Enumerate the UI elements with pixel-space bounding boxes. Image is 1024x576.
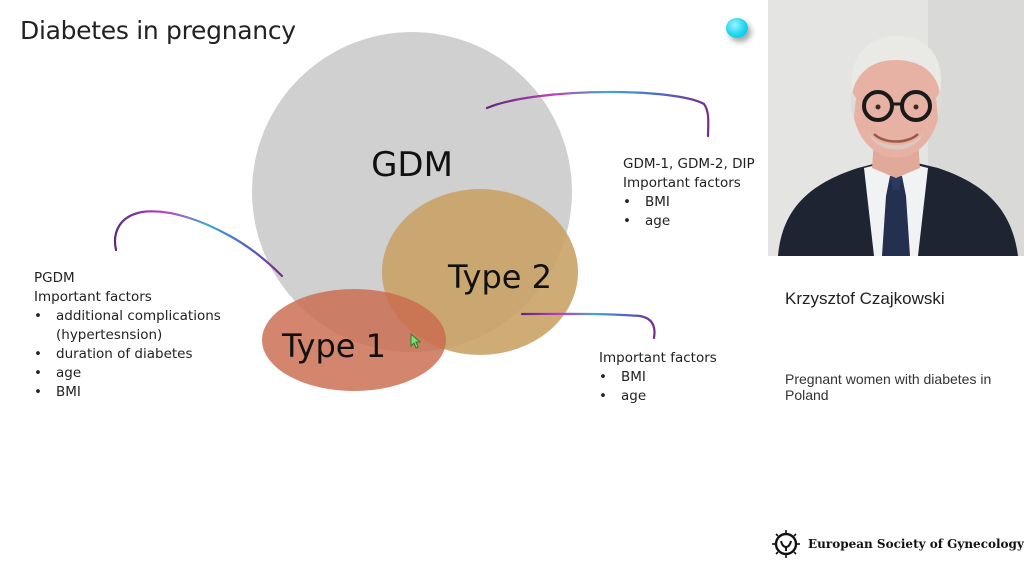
annotation-stroke-type2: [520, 312, 656, 340]
list-item: BMI: [623, 193, 755, 212]
annotation-stroke-pgdm: [113, 210, 284, 278]
gdm-factors-heading: GDM-1, GDM-2, DIP: [623, 156, 755, 172]
list-item: BMI: [599, 368, 717, 387]
mouse-cursor-icon: [410, 333, 422, 349]
speaker-portrait: [768, 0, 1024, 256]
gdm-label: GDM: [371, 145, 453, 185]
gdm-factors-subheading: Important factors: [623, 175, 741, 191]
type2-factors-subheading: Important factors: [599, 350, 717, 366]
list-item: age: [34, 364, 221, 383]
list-item: BMI: [34, 383, 221, 402]
list-item: duration of diabetes: [34, 345, 221, 364]
speaker-name: Krzysztof Czajkowski: [785, 289, 945, 308]
pgdm-factors-subheading: Important factors: [34, 289, 152, 305]
list-item: age: [623, 212, 755, 231]
laser-pointer-dot: [726, 18, 748, 38]
pgdm-factors-heading: PGDM: [34, 270, 75, 286]
esg-logo-icon: [772, 530, 800, 558]
type2-label: Type 2: [447, 258, 552, 296]
organization-name: European Society of Gynecology: [808, 537, 1024, 551]
list-item: additional complications (hypertesnsion): [34, 307, 221, 345]
type1-label: Type 1: [281, 327, 386, 365]
slide-title: Diabetes in pregnancy: [20, 16, 296, 45]
list-item-text: additional complications: [56, 308, 221, 324]
type2-factors-box: Important factors BMI age: [599, 349, 717, 406]
gdm-factors-box: GDM-1, GDM-2, DIP Important factors BMI …: [623, 155, 755, 231]
type1-circle: [262, 289, 446, 391]
annotation-stroke-gdm: [485, 90, 710, 138]
list-item: age: [599, 387, 717, 406]
pgdm-factors-box: PGDM Important factors additional compli…: [34, 269, 221, 402]
list-item-text: (hypertesnsion): [56, 327, 163, 343]
speaker-video: [768, 0, 1024, 256]
venn-diagram: GDM Type 2 Type 1: [113, 32, 710, 391]
speaker-topic: Pregnant women with diabetes in Poland: [785, 371, 992, 403]
presentation-slide: Diabetes in pregnancy GDM Type 2 Type 1 …: [0, 0, 768, 576]
